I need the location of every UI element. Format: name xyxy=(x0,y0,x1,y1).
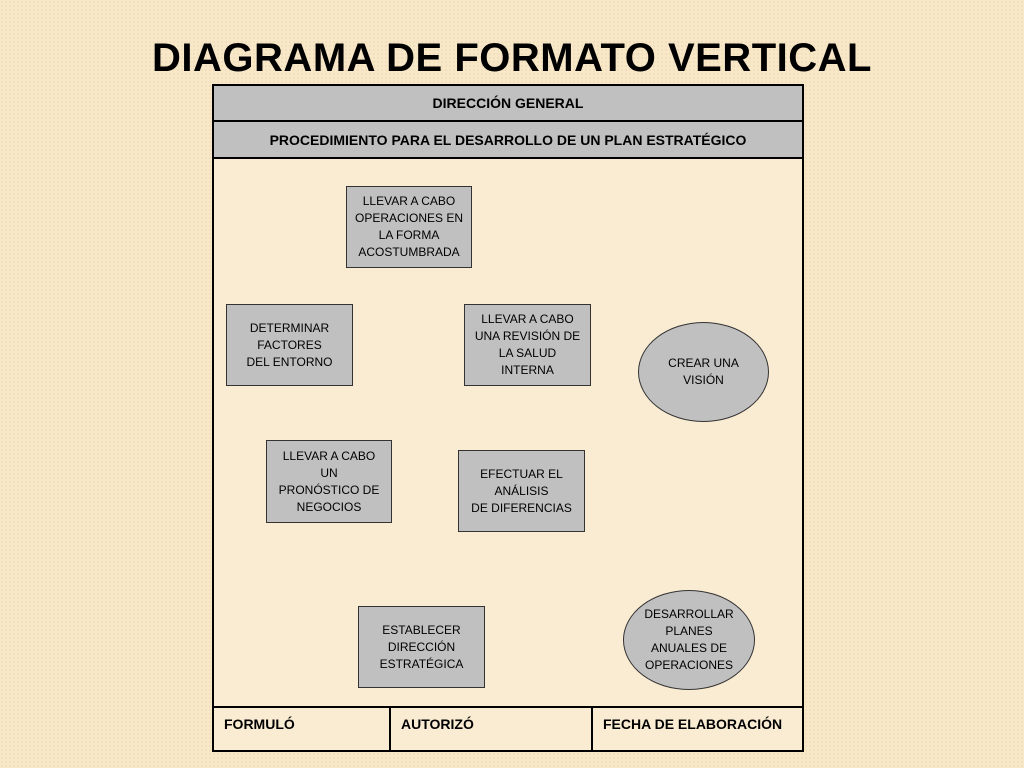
slide-title: DIAGRAMA DE FORMATO VERTICAL xyxy=(152,36,872,80)
node-direccion: ESTABLECER DIRECCIÓN ESTRATÉGICA xyxy=(358,606,485,688)
procedure-header: PROCEDIMIENTO PARA EL DESARROLLO DE UN P… xyxy=(214,122,802,159)
node-revision: LLEVAR A CABO UNA REVISIÓN DE LA SALUD I… xyxy=(464,304,591,386)
node-vision: CREAR UNA VISIÓN xyxy=(638,322,769,422)
node-planes: DESARROLLAR PLANES ANUALES DE OPERACIONE… xyxy=(623,590,755,690)
node-diferencias: EFECTUAR EL ANÁLISIS DE DIFERENCIAS xyxy=(458,450,585,532)
node-factores: DETERMINAR FACTORES DEL ENTORNO xyxy=(226,304,353,386)
node-pronostico: LLEVAR A CABO UN PRONÓSTICO DE NEGOCIOS xyxy=(266,440,392,523)
footer-formulo: FORMULÓ xyxy=(214,708,391,752)
footer-fecha: FECHA DE ELABORACIÓN xyxy=(603,716,783,732)
department-header: DIRECCIÓN GENERAL xyxy=(214,86,802,122)
node-operaciones: LLEVAR A CABO OPERACIONES EN LA FORMA AC… xyxy=(346,186,472,268)
signature-footer: FORMULÓ AUTORIZÓ FECHA DE ELABORACIÓN xyxy=(214,706,802,752)
footer-autorizo: AUTORIZÓ xyxy=(391,708,593,752)
